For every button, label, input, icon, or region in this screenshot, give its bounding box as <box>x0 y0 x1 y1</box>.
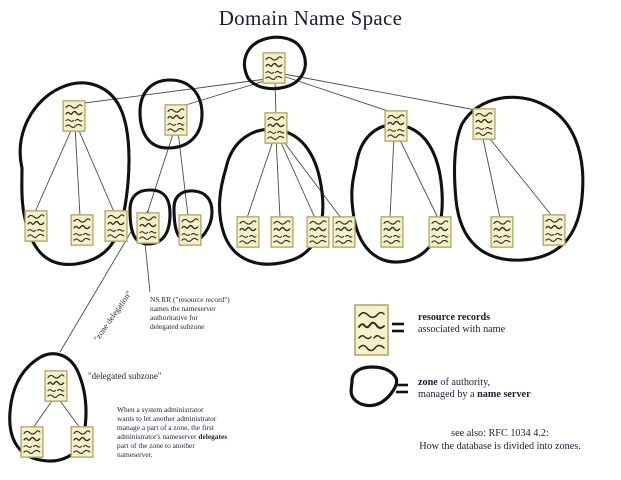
subzone-demo-blob <box>8 352 88 463</box>
edge-b-c1 <box>147 130 175 214</box>
edge-c-c2 <box>275 137 281 219</box>
node-tld-b-c1 <box>136 212 160 244</box>
node-tld-c <box>264 112 288 144</box>
node-tld-c-c1 <box>236 216 260 248</box>
edge-a-c2 <box>74 125 81 217</box>
node-tld-a-c2 <box>70 214 94 246</box>
node-sub-root <box>44 370 68 402</box>
edge-root-tld-b <box>175 77 275 109</box>
edge-e-c2 <box>485 133 553 217</box>
edge-root-tld-d <box>282 75 395 114</box>
node-tld-c-c4 <box>332 216 356 248</box>
node-sub-c1 <box>20 426 44 458</box>
edge-c-c4 <box>280 137 342 219</box>
legend-zone-blob-icon <box>349 365 399 408</box>
delegated-subzone-label: "delegated subzone" <box>88 371 162 381</box>
node-tld-e <box>472 108 496 140</box>
ns-rr-note: NS RR ("resource record") names the name… <box>150 295 230 332</box>
right-outer-zone-blob <box>452 95 585 262</box>
edge-c-c3 <box>278 137 316 219</box>
delegation-paragraph: When a system administrator wants to let… <box>117 405 228 460</box>
legend-graphics <box>349 304 408 408</box>
leader-ns-rr <box>144 242 151 293</box>
node-tld-a <box>62 100 86 132</box>
legend-zone-text: zone of authority, managed by a name ser… <box>418 377 531 401</box>
callout-leaders <box>59 231 151 353</box>
edge-sub-c1 <box>32 397 55 429</box>
legend-resource-records-text: resource records associated with name <box>418 312 506 336</box>
root-zone-blob <box>243 35 307 91</box>
node-tld-c-c2 <box>270 216 294 248</box>
legend-equals-zone <box>396 383 408 394</box>
node-tld-e-c2 <box>542 214 566 246</box>
node-tld-b <box>164 104 188 136</box>
edge-d-c2 <box>397 135 439 219</box>
edge-root-tld-a <box>76 77 275 105</box>
edge-d-c1 <box>389 135 395 219</box>
edge-sub-c2 <box>57 397 81 429</box>
edge-a-c3 <box>76 125 115 213</box>
node-tld-b-c2 <box>178 214 202 246</box>
legend-equals-resource-records <box>392 322 404 333</box>
see-also-note: see also: RFC 1034 4.2: How the database… <box>419 428 581 452</box>
edge-c-c1 <box>246 137 275 219</box>
node-tld-a-c3 <box>104 210 128 242</box>
legend-resource-record-card-icon <box>354 304 389 356</box>
node-tld-c-c3 <box>306 216 330 248</box>
node-tld-d-c2 <box>428 216 452 248</box>
node-sub-c2 <box>70 426 94 458</box>
mid-small-zone-blob <box>138 78 204 150</box>
node-tld-e-c1 <box>490 216 514 248</box>
edge-a-c1 <box>34 125 74 213</box>
node-root <box>262 52 286 84</box>
edge-e-c1 <box>481 133 501 219</box>
leader-zone-delegation <box>59 231 132 353</box>
node-tld-d-c1 <box>380 216 404 248</box>
node-tld-a-c1 <box>24 210 48 242</box>
edge-root-tld-c <box>274 78 277 116</box>
tree-edges <box>32 73 553 429</box>
edge-root-tld-e <box>283 73 482 112</box>
page-title: Domain Name Space <box>218 6 403 30</box>
node-tld-d <box>384 110 408 142</box>
